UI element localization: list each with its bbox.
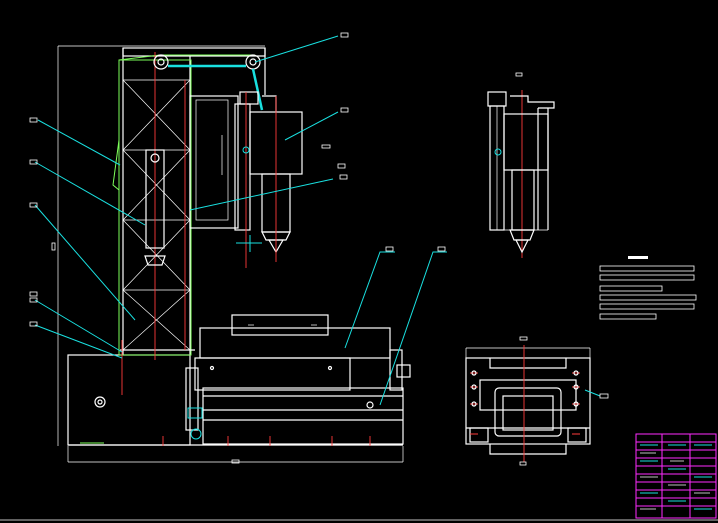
worktable-lower	[194, 357, 351, 391]
title-block-frame	[635, 433, 717, 519]
leader-3	[189, 178, 334, 211]
leader-10	[34, 324, 123, 359]
leader-7	[34, 161, 146, 226]
side-motor	[503, 113, 549, 171]
leader-6	[37, 119, 121, 166]
spindle-slide	[234, 103, 251, 231]
balloon-tag	[29, 159, 38, 165]
top-view	[465, 336, 609, 466]
balloon-tag	[29, 202, 38, 208]
balloon-tag	[437, 246, 446, 252]
balloon-tag	[385, 246, 394, 252]
lift-cylinder	[145, 149, 165, 249]
pulley-right	[245, 54, 261, 70]
notes-heading	[628, 256, 648, 259]
top-view-table	[479, 379, 577, 411]
leader-2	[284, 111, 339, 141]
top-view-outline	[465, 357, 591, 445]
cylinder-end	[144, 255, 166, 266]
balloon-tag	[340, 107, 349, 113]
machine-bed	[202, 387, 404, 445]
pulley-left	[153, 54, 169, 70]
balloon-tag	[29, 117, 38, 123]
leader-1	[254, 35, 339, 63]
balloon-tag	[340, 32, 349, 38]
leader-5	[379, 251, 447, 406]
base-bolt-hole	[94, 396, 106, 408]
technical-notes	[599, 256, 697, 320]
leadscrew-support	[185, 367, 199, 431]
front-view	[29, 32, 447, 464]
balloon-tag	[29, 291, 38, 297]
leader-9	[34, 299, 123, 353]
base-block	[67, 354, 191, 446]
balloon-tag	[29, 321, 38, 327]
truss-lattice	[122, 79, 191, 351]
balloon-tag	[29, 297, 38, 303]
balloon-tag	[339, 174, 348, 180]
title-block	[635, 433, 717, 519]
leader-8	[34, 204, 136, 321]
worktable-upper	[199, 327, 391, 359]
leader-4	[344, 251, 395, 349]
clamp-block	[231, 314, 329, 336]
carriage-plate	[189, 95, 239, 229]
balloon-tag	[337, 163, 346, 169]
handwheel	[396, 364, 411, 378]
side-view	[487, 72, 555, 258]
